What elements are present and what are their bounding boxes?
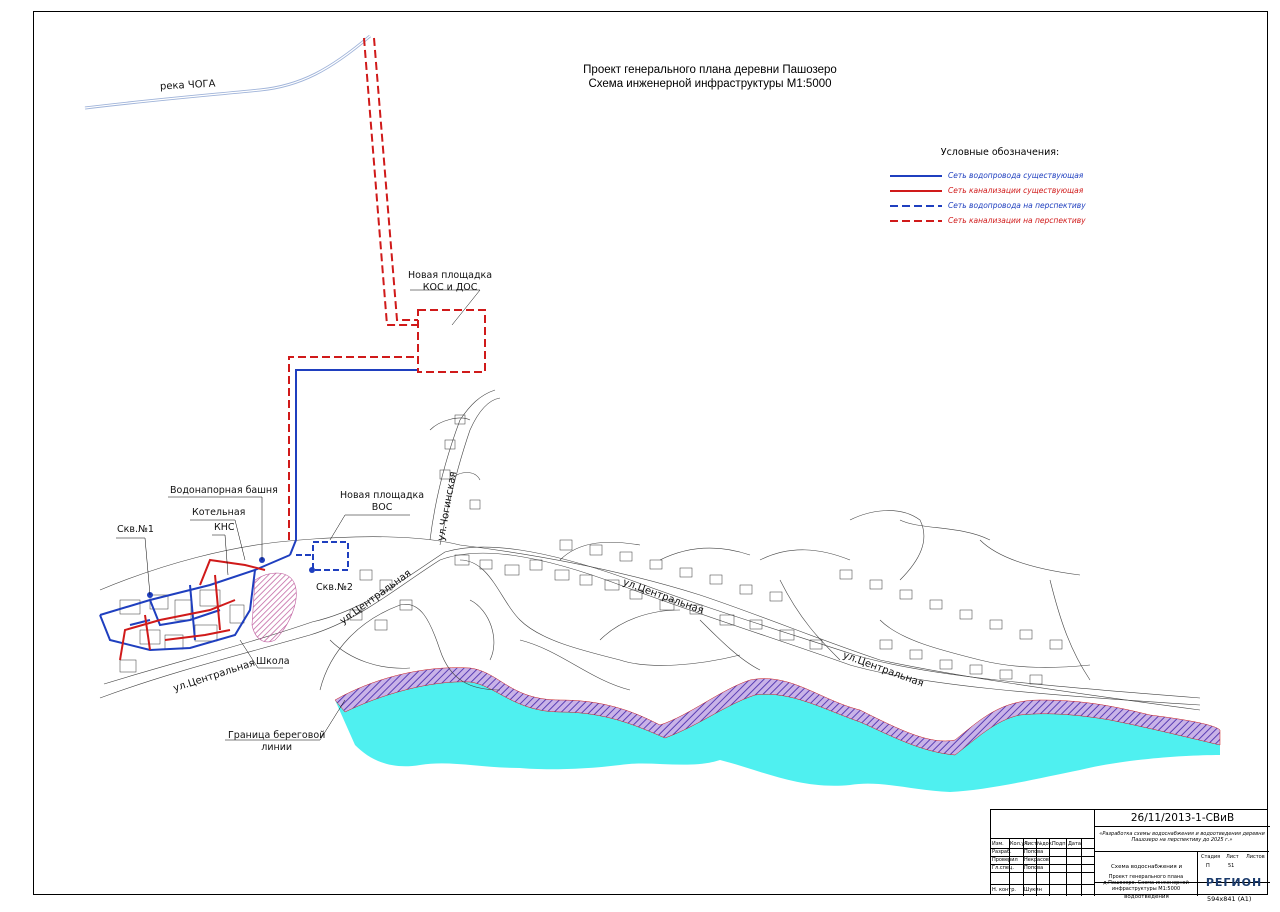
new-vos-label: Новая площадка ВОС [340, 490, 425, 513]
role-chief: Гл.спец. [992, 865, 1014, 871]
title-block: Изм. Кол.уч. Лист №док. Подп. Дата Разра… [990, 809, 1270, 900]
legend-item-sewer-perspective: Сеть канализации на перспективу [890, 213, 1090, 228]
well-2-marker [309, 567, 315, 573]
sheet-format: 594x841 (А1) [1207, 895, 1252, 903]
legend-item-water-perspective: Сеть водопровода на перспективу [890, 198, 1090, 213]
shoreline-hatch [334, 667, 1221, 756]
legend-label: Сеть канализации существующая [948, 186, 1084, 195]
perspective-sewer-network [288, 37, 486, 540]
name-checker: Некрасов [1024, 857, 1049, 863]
stage-value: П [1206, 863, 1210, 869]
drawing-title: Проект генерального плана д.Пашозеро. Сх… [1094, 870, 1197, 896]
name-developer: Попова [1024, 849, 1044, 855]
name-chief: Попова [1024, 865, 1044, 871]
sheet-header: Лист [1226, 854, 1239, 860]
hdr-list: Лист [1024, 841, 1037, 847]
school-label: Школа [256, 656, 290, 667]
legend-title: Условные обозначения: [940, 147, 1060, 158]
role-normcontrol: Н. контр. [992, 887, 1016, 893]
kns-label: КНС [214, 522, 235, 533]
existing-sewer-network [119, 558, 266, 661]
school-area [251, 572, 297, 643]
role-developer: Разраб. [992, 849, 1012, 855]
river-chogа-line [84, 34, 371, 110]
legend-item-sewer-existing: Сеть канализации существующая [890, 183, 1090, 198]
lake-water [335, 667, 1220, 792]
project-name: «Разработка схемы водоснабжения и водоот… [1094, 826, 1269, 852]
document-code: 26/11/2013-1-СВиВ [1094, 810, 1270, 827]
legend-label: Сеть водопровода существующая [948, 171, 1084, 180]
legend-swatch-water-perspective [890, 204, 942, 207]
shoreline-label: Граница береговой линии [228, 730, 326, 753]
hdr-data: Дата [1068, 841, 1081, 847]
well1-label: Скв.№1 [117, 524, 154, 535]
well2-label: Скв.№2 [316, 582, 353, 593]
hdr-podp: Подп. [1052, 841, 1068, 847]
water-tower-label: Водонапорная башня [170, 485, 278, 496]
legend-swatch-sewer-existing [890, 189, 942, 192]
stage-header: Стадия [1201, 854, 1221, 860]
legend-label: Сеть водопровода на перспективу [948, 201, 1086, 210]
company-logo: РЕГИОН [1197, 870, 1270, 896]
map-title-line2: Схема инженерной инфраструктуры М1:5000 [588, 78, 832, 90]
legend-swatch-sewer-perspective [890, 219, 942, 222]
legend-label: Сеть канализации на перспективу [948, 216, 1086, 225]
sheet-name-text: Схема водоснабжения и водоотведения [1110, 864, 1183, 900]
new-kos-label: Новая площадка КОС и ДОС [408, 270, 493, 293]
settlement-plan [99, 389, 1201, 711]
stage-box: Стадия Лист Листов П 51 [1197, 852, 1270, 883]
sheet-name: Схема водоснабжения и водоотведения [1094, 852, 1198, 900]
boiler-label: Котельная [192, 507, 246, 518]
name-normcontrol: Шукин [1024, 887, 1042, 893]
leader-lines [116, 289, 481, 741]
title-block-grid: Изм. Кол.уч. Лист №док. Подп. Дата Разра… [991, 810, 1094, 896]
perspective-water-network [296, 541, 349, 571]
hdr-izm: Изм. [992, 841, 1004, 847]
map-title-line1: Проект генерального плана деревни Пашозе… [583, 64, 837, 76]
map-title: Проект генерального плана деревни Пашозе… [560, 63, 860, 91]
legend: Условные обозначения: Сеть водопровода с… [890, 147, 1090, 228]
drawing-frame [33, 11, 1268, 895]
hdr-ndok: №док. [1037, 841, 1054, 847]
role-checker: Проверил [992, 857, 1018, 863]
sheets-header: Листов [1246, 854, 1265, 860]
hdr-koluch: Кол.уч. [1010, 841, 1029, 847]
legend-swatch-water-existing [890, 174, 942, 177]
legend-item-water-existing: Сеть водопровода существующая [890, 168, 1090, 183]
sheet-value: 51 [1228, 863, 1235, 869]
building-footprints [119, 414, 1063, 685]
